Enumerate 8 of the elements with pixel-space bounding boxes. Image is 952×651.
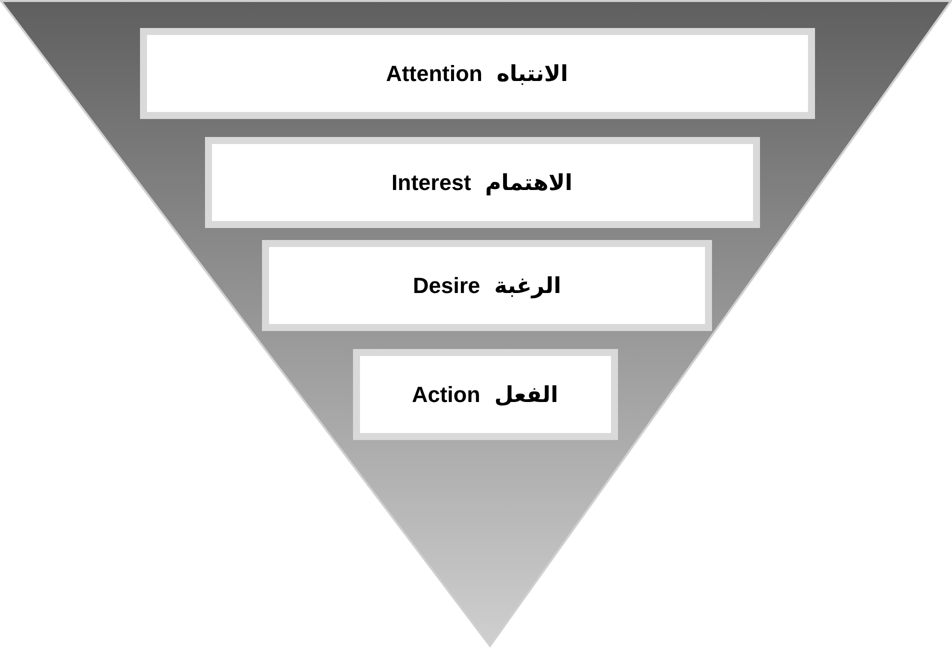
stage-label: Attention الانتباه bbox=[386, 60, 568, 86]
stage-label: Interest الاهتمام bbox=[392, 170, 572, 196]
stage-box bbox=[352, 349, 618, 440]
stage-box bbox=[262, 240, 712, 331]
stage-box bbox=[140, 28, 814, 119]
stage-label: Action الفعل bbox=[412, 382, 558, 408]
stage-box bbox=[204, 137, 760, 228]
stage-label: Desire الرغبة bbox=[412, 272, 562, 298]
